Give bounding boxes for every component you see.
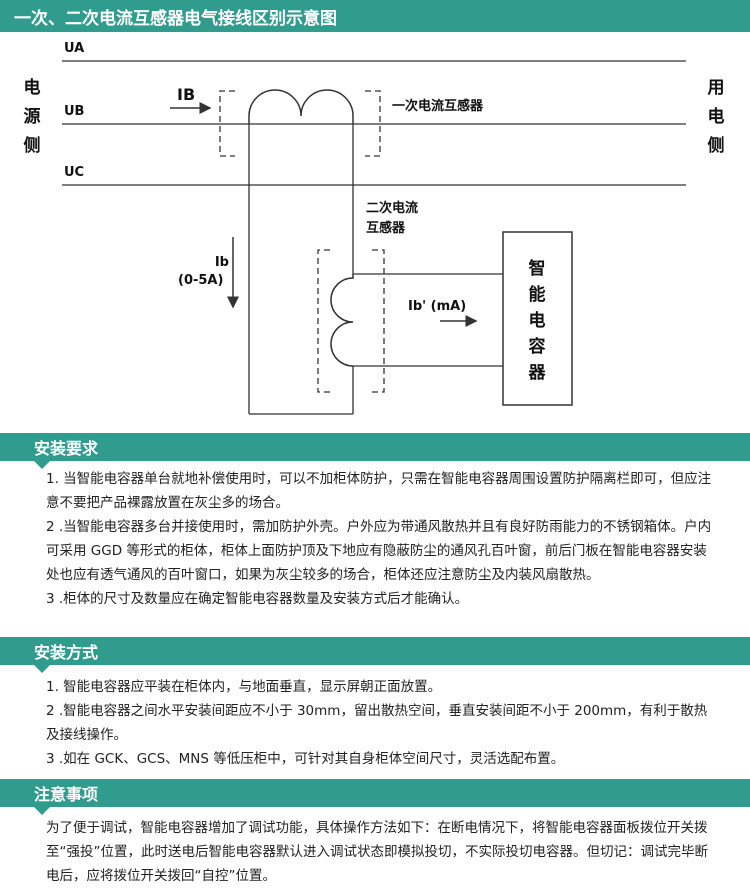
section-bar-install-requirements: 安装要求 — [0, 433, 750, 469]
section-title: 注意事项 — [34, 785, 99, 804]
output-current-label: Ib' (mA) — [408, 299, 467, 314]
list-item: 2 .智能电容器之间水平安装间距应不小于 30mm，留出散热空间，垂直安装间距不… — [46, 703, 708, 743]
wiring-diagram: UA UB UC 电 源 侧 用 电 侧 IB 一次电流互感器 二次电流 互感器… — [0, 32, 750, 432]
install-method-body: 1. 智能电容器应平装在柜体内，与地面垂直，显示屏朝正面放置。 2 .智能电容器… — [46, 675, 716, 771]
label-ub: UB — [64, 104, 85, 119]
list-item: 3 .如在 GCK、GCS、MNS 等低压柜中，可针对其自身柜体空间尺寸，灵活选… — [46, 751, 565, 767]
list-item: 1. 智能电容器应平装在柜体内，与地面垂直，显示屏朝正面放置。 — [46, 679, 442, 695]
section-bar-notes: 注意事项 — [0, 779, 750, 815]
label-ua: UA — [64, 41, 85, 56]
source-side-label: 电 源 侧 — [23, 78, 41, 156]
section-tip-icon — [34, 807, 50, 815]
section-tip-icon — [34, 461, 50, 469]
section-title: 安装要求 — [34, 439, 99, 458]
smart-capacitor-box — [502, 231, 573, 406]
secondary-ct-label-2: 互感器 — [366, 221, 406, 236]
page-title: 一次、二次电流互感器电气接线区别示意图 — [14, 8, 337, 29]
secondary-ct-bracket — [372, 249, 385, 393]
wiring-diagram-svg — [62, 60, 686, 415]
list-item: 2 .当智能电容器多台并接使用时，需加防护外壳。户外应为带通风散热并且有良好防雨… — [46, 519, 712, 583]
secondary-current-label: Ib — [214, 255, 229, 270]
primary-ct-label: 一次电流互感器 — [392, 99, 484, 114]
list-item: 1. 当智能电容器单台就地补偿使用时，可以不加柜体防护，只需在智能电容器周围设置… — [46, 471, 712, 511]
secondary-ct-label-1: 二次电流 — [366, 201, 419, 216]
secondary-ct-coil — [330, 274, 354, 367]
section-title: 安装方式 — [34, 643, 99, 662]
notes-body: 为了便于调试，智能电容器增加了调试功能，具体操作方法如下：在断电情况下，将智能电… — [46, 816, 716, 888]
header-bar: 一次、二次电流互感器电气接线区别示意图 — [0, 0, 750, 32]
secondary-current-range: (0-5A) — [178, 273, 224, 288]
label-uc: UC — [64, 165, 85, 180]
primary-ct-coil — [248, 89, 354, 124]
section-bar-install-method: 安装方式 — [0, 637, 750, 673]
install-requirements-body: 1. 当智能电容器单台就地补偿使用时，可以不加柜体防护，只需在智能电容器周围设置… — [46, 467, 716, 611]
section-tip-icon — [34, 665, 50, 673]
secondary-ct-bracket — [317, 249, 330, 393]
smart-capacitor-label: 智 能 电 容 器 — [528, 259, 546, 383]
notes-text: 为了便于调试，智能电容器增加了调试功能，具体操作方法如下：在断电情况下，将智能电… — [46, 820, 708, 884]
list-item: 3 .柜体的尺寸及数量应在确定智能电容器数量及安装方式后才能确认。 — [46, 591, 469, 607]
load-side-label: 用 电 侧 — [707, 78, 725, 156]
primary-current-label: IB — [177, 85, 196, 104]
